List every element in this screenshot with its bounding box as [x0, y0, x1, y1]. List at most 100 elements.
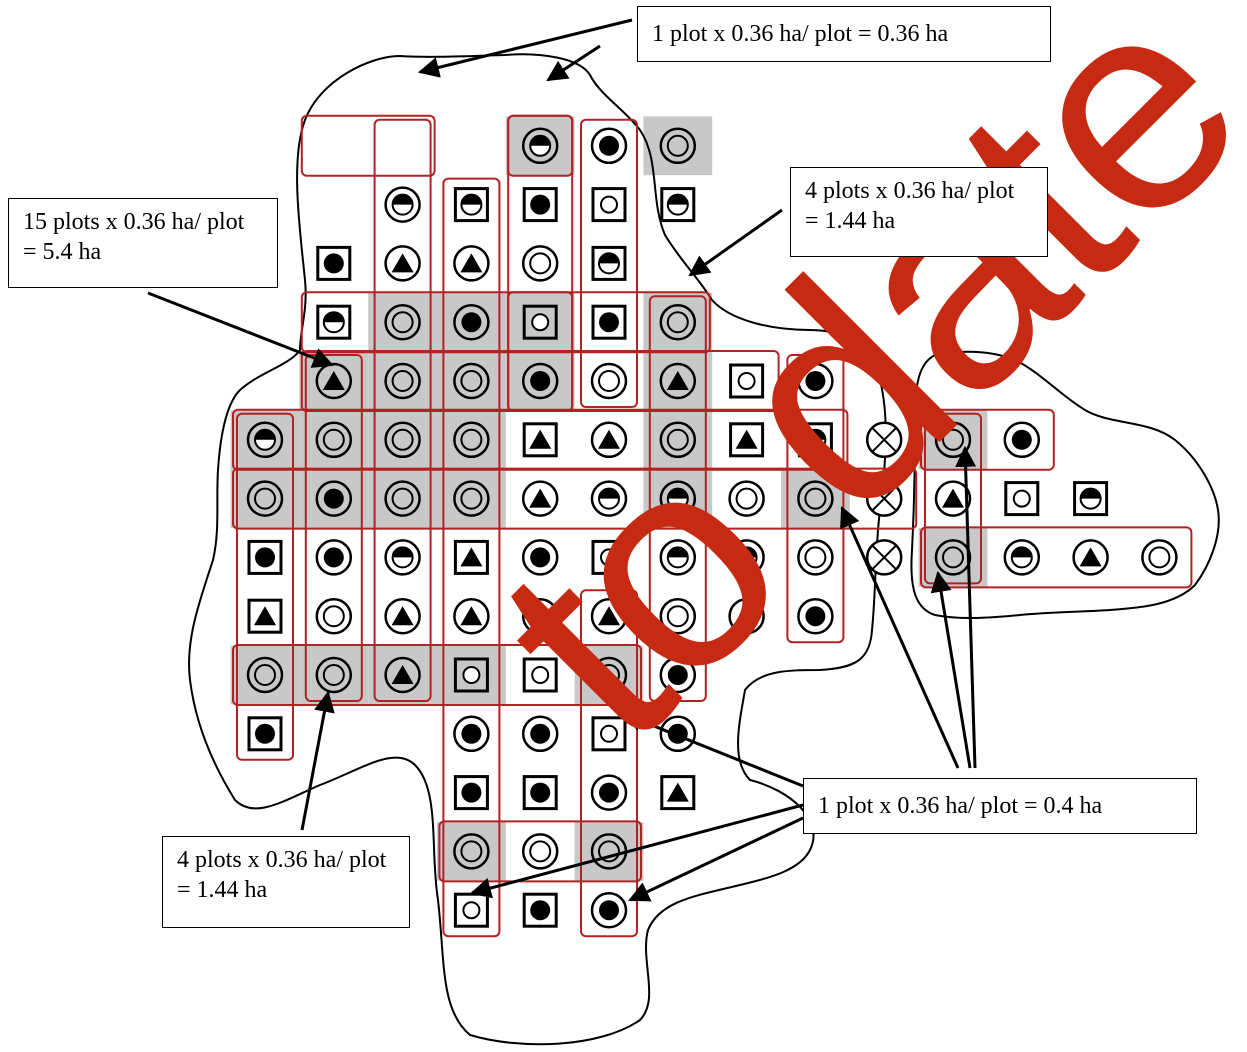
shaded-plot-cell: [437, 351, 506, 411]
square-open-circle-icon: [522, 657, 558, 693]
double-circle-icon: [246, 656, 284, 694]
double-circle-icon: [315, 421, 353, 459]
circle-triangle-icon: [453, 597, 490, 635]
plot-group-box: [507, 114, 574, 413]
double-circle-icon: [659, 127, 697, 165]
square-triangle-icon: [522, 422, 558, 458]
shaded-plot-cell: [230, 645, 300, 705]
plot-group-box: [924, 412, 982, 585]
square-filled-dot-icon: [247, 716, 283, 752]
circle-half-filled-icon: [1003, 539, 1041, 576]
square-open-circle-icon: [1004, 481, 1040, 517]
circle-filled-dot-icon: [659, 715, 697, 753]
double-circle-icon: [659, 421, 697, 459]
circle-triangle-icon: [384, 245, 421, 282]
circle-filled-dot-icon: [521, 539, 559, 576]
callout-left: 15 plots x 0.36 ha/ plot = 5.4 ha: [8, 198, 278, 288]
double-circle-icon: [728, 480, 765, 517]
pointer-arrow: [469, 803, 804, 899]
shaded-plot-cell: [437, 469, 506, 528]
double-circle-icon: [246, 480, 284, 517]
pointer-arrow: [417, 18, 633, 78]
square-open-circle-icon: [522, 304, 558, 340]
double-circle-icon: [453, 833, 490, 870]
double-circle-icon: [934, 421, 972, 459]
double-circle-icon: [453, 362, 490, 400]
square-filled-dot-icon: [522, 775, 558, 811]
double-circle-icon: [590, 362, 628, 400]
plot-group-box: [920, 408, 1055, 471]
double-circle-icon: [453, 480, 490, 517]
circle-half-filled-icon: [246, 421, 284, 459]
shaded-plot-cell: [918, 528, 988, 587]
circle-filled-dot-icon: [797, 597, 834, 635]
circle-triangle-icon: [590, 597, 628, 635]
pointer-arrow: [840, 506, 960, 769]
plot-group-box: [438, 820, 642, 883]
square-open-circle-icon: [591, 187, 627, 223]
pointer-arrow: [628, 816, 804, 902]
circle-triangle-icon: [659, 362, 697, 400]
plot-group-box: [648, 295, 707, 702]
circle-triangle-icon: [728, 597, 765, 635]
pointer-arrow: [546, 44, 601, 82]
double-circle-icon: [453, 421, 490, 459]
plot-group-box: [580, 589, 638, 938]
callout-right: 4 plots x 0.36 ha/ plot = 1.44 ha: [790, 167, 1048, 257]
double-circle-icon: [934, 539, 972, 576]
shaded-plot-cell: [643, 292, 713, 352]
square-open-circle-icon: [591, 539, 627, 575]
pointer-arrow: [300, 690, 335, 831]
callout-bottom-left: 4 plots x 0.36 ha/ plot = 1.44 ha: [162, 836, 410, 928]
circle-filled-dot-icon: [453, 303, 490, 341]
circle-triangle-icon: [453, 245, 490, 282]
pointer-arrow: [930, 570, 972, 769]
double-circle-icon: [384, 362, 421, 400]
circle-filled-dot-icon: [590, 774, 628, 811]
double-circle-icon: [659, 303, 697, 341]
plot-group-box: [786, 354, 845, 644]
circle-filled-dot-icon: [315, 539, 353, 576]
double-circle-icon: [521, 245, 559, 282]
circle-filled-dot-icon: [590, 127, 628, 165]
square-open-circle-icon: [729, 363, 765, 399]
square-triangle-icon: [453, 539, 489, 575]
circle-triangle-icon: [590, 421, 628, 459]
circle-filled-dot-icon: [590, 891, 628, 929]
circle-triangle-icon: [934, 480, 972, 517]
plot-symbols-layer: [246, 127, 1178, 929]
square-filled-dot-icon: [316, 245, 352, 281]
circle-half-filled-icon: [521, 127, 559, 165]
double-circle-icon: [384, 421, 421, 459]
circle-filled-dot-icon: [521, 597, 559, 635]
shaded-plot-cell: [437, 410, 506, 470]
square-triangle-icon: [729, 422, 765, 458]
circle-filled-dot-icon: [659, 656, 697, 694]
square-filled-dot-icon: [247, 539, 283, 575]
shaded-plot-cell: [368, 469, 437, 528]
double-circle-icon: [384, 303, 421, 341]
square-half-filled-icon: [453, 187, 489, 223]
plot-group-box: [442, 177, 501, 938]
square-open-circle-icon: [453, 892, 489, 928]
plot-group-box: [920, 526, 1193, 589]
shaded-plot-cell: [230, 469, 300, 528]
circle-triangle-icon: [1072, 539, 1109, 576]
plot-group-box: [232, 467, 918, 530]
crossed-circle-icon: [865, 480, 903, 517]
square-half-filled-icon: [591, 245, 627, 281]
circle-filled-dot-icon: [315, 480, 353, 517]
circle-filled-dot-icon: [521, 715, 559, 753]
double-circle-icon: [590, 656, 628, 694]
shaded-plot-cell: [643, 410, 713, 470]
square-half-filled-icon: [1073, 481, 1109, 517]
square-open-circle-icon: [453, 657, 489, 693]
double-circle-icon: [384, 480, 421, 517]
shaded-plot-cell: [918, 410, 988, 470]
circle-half-filled-icon: [384, 539, 421, 576]
double-circle-icon: [1141, 539, 1178, 576]
circle-triangle-icon: [384, 656, 421, 694]
square-filled-dot-icon: [522, 892, 558, 928]
square-filled-dot-icon: [453, 775, 489, 811]
pointer-arrow: [688, 208, 783, 277]
